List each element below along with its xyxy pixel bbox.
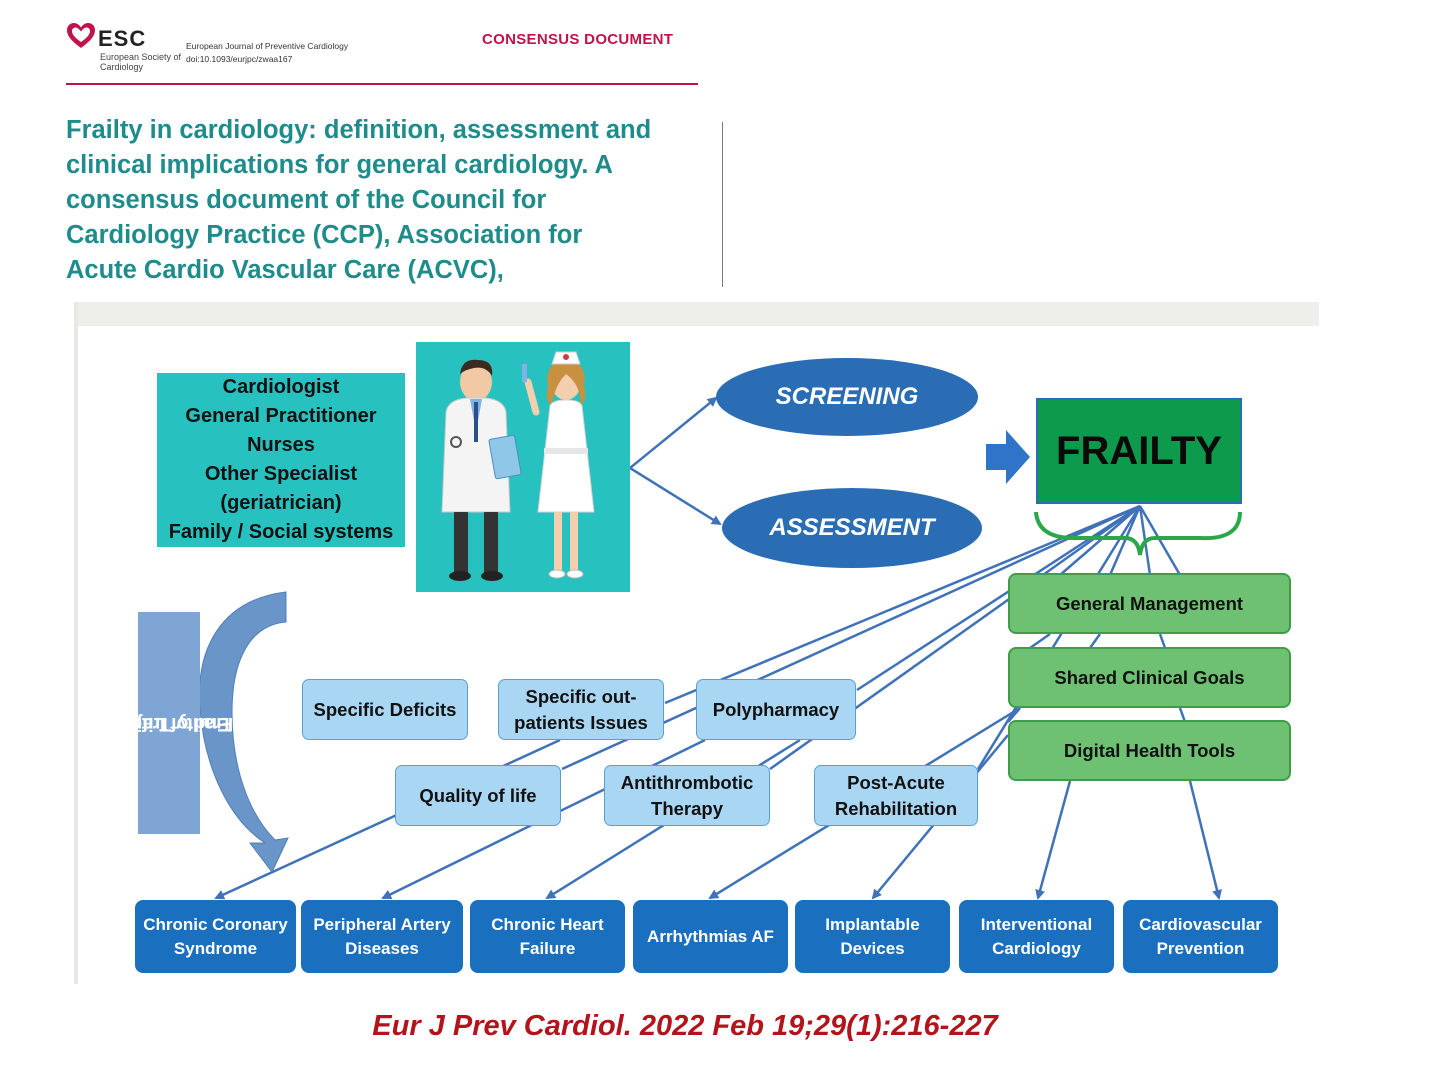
actor-label: Nurses [247, 434, 315, 456]
actor-label: (geriatrician) [220, 492, 342, 514]
column-divider [722, 122, 723, 287]
chronic-heart-failure-node: Chronic Heart Failure [470, 900, 625, 973]
assessment-node: ASSESSMENT [722, 488, 982, 568]
care-team-box: Cardiologist General Practitioner Nurses… [157, 373, 405, 547]
implantable-devices-node: Implantable Devices [795, 900, 950, 973]
general-management-node: General Management [1008, 573, 1291, 634]
actor-label: Cardiologist [222, 376, 340, 398]
cardiovascular-prevention-node: Cardiovascular Prevention [1123, 900, 1278, 973]
actor-label: Other Specialist [204, 463, 358, 485]
frailty-node: FRAILTY [1036, 398, 1242, 504]
esc-logo-subtitle: European Society of Cardiology [100, 52, 182, 72]
shared-clinical-goals-node: Shared Clinical Goals [1008, 647, 1291, 708]
specific-deficits-node: Specific Deficits [302, 679, 468, 740]
actor-label: General Practitioner [185, 405, 377, 427]
specific-outpatients-node: Specific out-patients Issues [498, 679, 664, 740]
antithrombotic-therapy-node: Antithrombotic Therapy [604, 765, 770, 826]
peripheral-artery-diseases-node: Peripheral Artery Diseases [301, 900, 463, 973]
paper-title-line: clinical implications for general cardio… [66, 151, 613, 179]
journal-citation: European Journal of Preventive Cardiolog… [186, 40, 386, 66]
esc-logo-text: ESC [98, 26, 147, 51]
paper-title: Frailty in cardiology: definition, asses… [66, 113, 726, 288]
section-label: CONSENSUS DOCUMENT [482, 31, 674, 48]
paper-title-line: consensus document of the Council for [66, 186, 547, 214]
doctor-nurse-illustration [416, 342, 630, 592]
figure-top-band [74, 302, 1319, 326]
block-arrow [986, 430, 1030, 484]
citation: Eur J Prev Cardiol. 2022 Feb 19;29(1):21… [372, 1010, 998, 1042]
arrhythmias-af-node: Arrhythmias AF [633, 900, 788, 973]
paper-title-line: Acute Cardio Vascular Care (ACVC), [66, 256, 504, 284]
trajectory-line: End of Life [131, 713, 231, 734]
paper-title-line: Frailty in cardiology: definition, asses… [66, 116, 652, 144]
chronic-coronary-syndrome-node: Chronic Coronary Syndrome [135, 900, 296, 973]
header-divider [66, 83, 698, 85]
polypharmacy-node: Polypharmacy [696, 679, 856, 740]
quality-of-life-node: Quality of life [395, 765, 561, 826]
screening-node: SCREENING [716, 358, 978, 436]
post-acute-rehabilitation-node: Post-Acute Rehabilitation [814, 765, 978, 826]
interventional-cardiology-node: Interventional Cardiology [959, 900, 1114, 973]
frailty-trajectory-box [138, 612, 200, 834]
actor-label: Family / Social systems [168, 521, 394, 543]
frailty-trajectory-label: Frailty Trajectory End of Life [80, 612, 233, 834]
digital-health-tools-node: Digital Health Tools [1008, 720, 1291, 781]
figure-left-band [74, 302, 78, 984]
journal-name: European Journal of Preventive Cardiolog… [186, 41, 349, 51]
doctor-nurse-icon [441, 351, 595, 581]
journal-doi: doi:10.1093/eurjpc/zwaa167 [186, 54, 293, 64]
paper-title-line: Cardiology Practice (CCP), Association f… [66, 221, 583, 249]
esc-heart-logo-icon [67, 23, 95, 48]
